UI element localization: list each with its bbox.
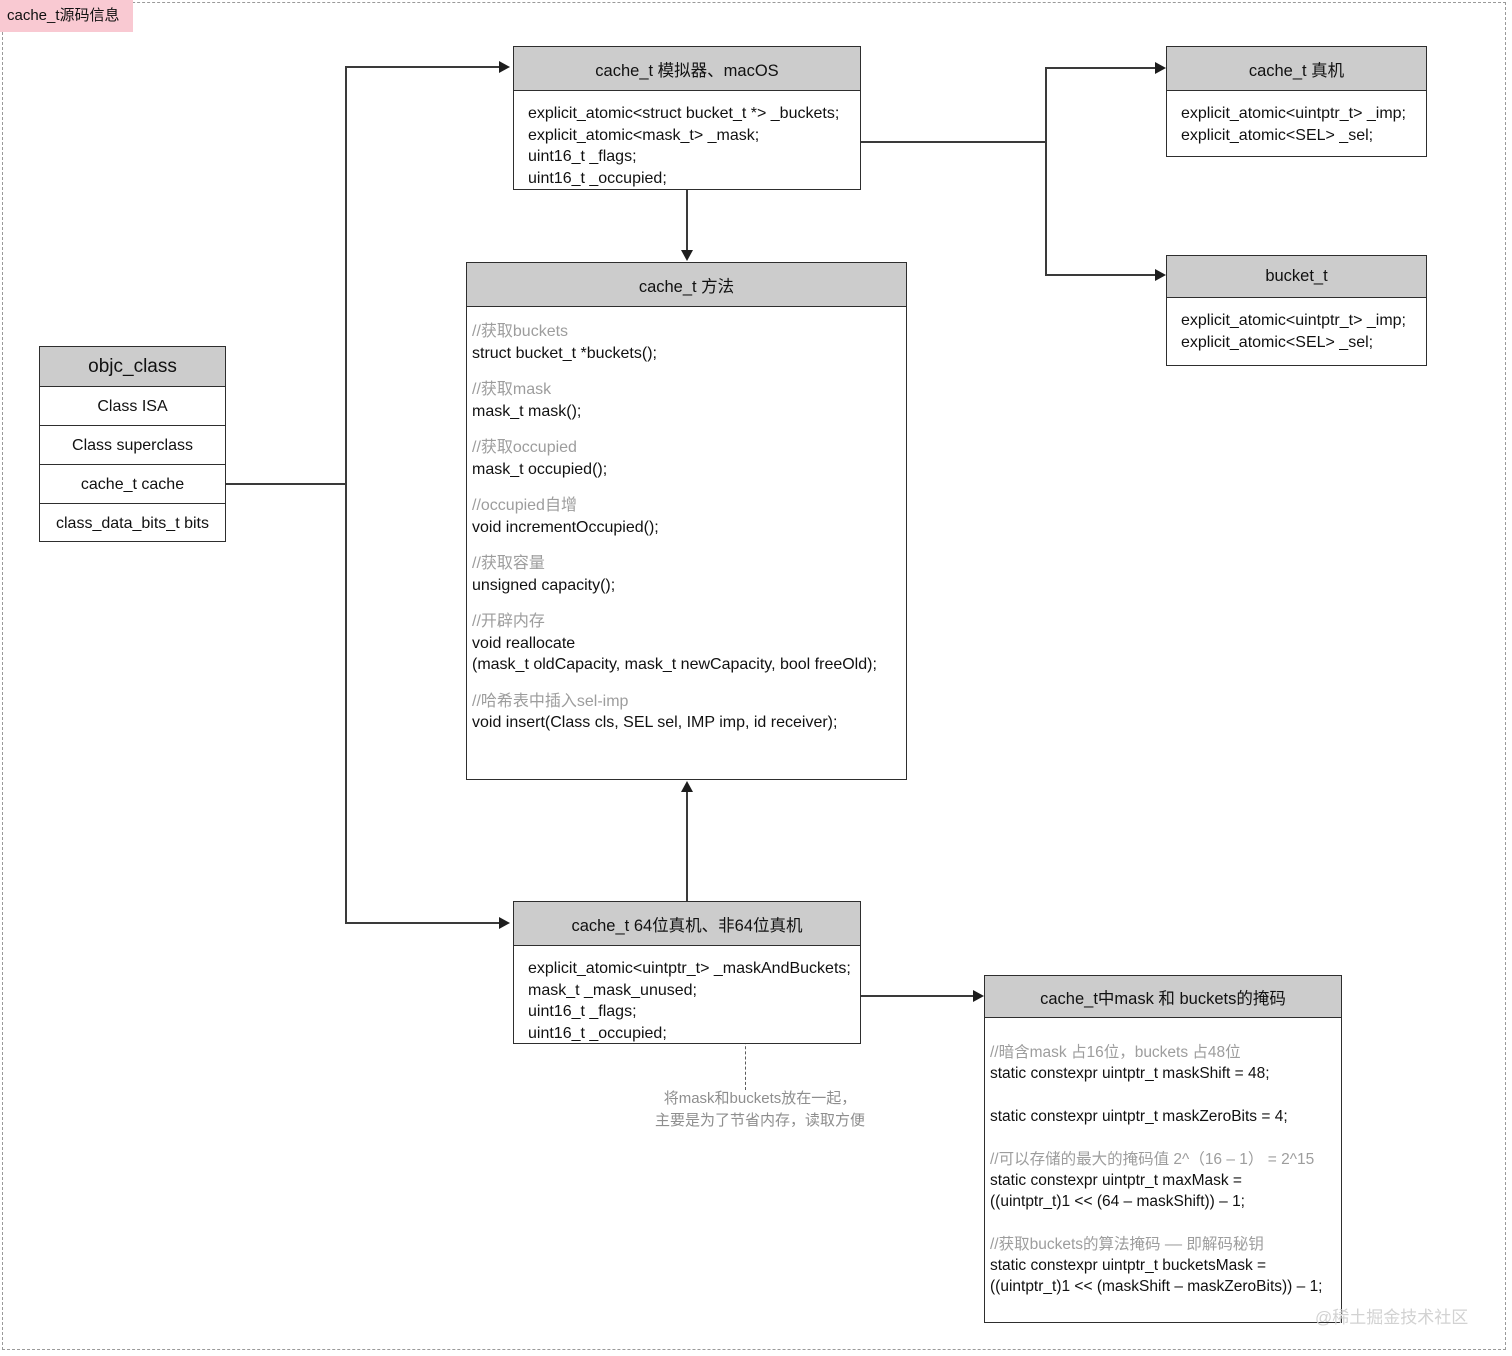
objc-class-row-bits: class_data_bits_t bits xyxy=(40,503,225,542)
box-cache-simulator[interactable]: cache_t 模拟器、macOS explicit_atomic<struct… xyxy=(513,46,861,190)
box-bucket-t-body: explicit_atomic<uintptr_t> _imp; explici… xyxy=(1167,298,1426,365)
arrowhead-to-bucket-t xyxy=(1155,269,1166,281)
cache-sim-line-flags: uint16_t _flags; xyxy=(528,148,637,165)
methods-comment-reallocate: //开辟内存 xyxy=(472,613,545,630)
bucket-t-line-sel: explicit_atomic<SEL> _sel; xyxy=(1181,333,1374,351)
methods-code-occupied: mask_t occupied(); xyxy=(472,460,608,478)
connector-real64-to-methods xyxy=(686,790,688,902)
spacer xyxy=(472,676,906,691)
spacer xyxy=(472,538,906,553)
page-title-tag: cache_t源码信息 xyxy=(0,0,133,32)
methods-comment-insert: //哈希表中插入sel-imp xyxy=(472,692,629,710)
maskcode-code-maxmask-2: ((uintptr_t)1 << (64 – maskShift)) – 1; xyxy=(990,1193,1245,1210)
box-objc-class-title: objc_class xyxy=(40,347,225,386)
objc-class-row-superclass: Class superclass xyxy=(40,425,225,464)
box-cache-methods-title: cache_t 方法 xyxy=(467,263,906,307)
methods-code-mask: mask_t mask(); xyxy=(472,402,582,420)
box-mask-code-title: cache_t中mask 和 buckets的掩码 xyxy=(985,976,1341,1018)
objc-class-row-cache: cache_t cache xyxy=(40,464,225,503)
connector-sim-right-vertical xyxy=(1045,67,1047,275)
connector-sim-to-methods xyxy=(686,190,688,252)
mask-buckets-note-line2: 主要是为了节省内存，读取方便 xyxy=(654,1112,865,1129)
real64-line-maskandbuckets: explicit_atomic<uintptr_t> _maskAndBucke… xyxy=(528,960,851,977)
spacer xyxy=(990,1084,1341,1106)
connector-sim-right xyxy=(861,141,1047,143)
arrowhead-to-sim xyxy=(499,61,510,73)
real64-line-flags: uint16_t _flags; xyxy=(528,1003,637,1020)
connector-objcclass-to-trunk xyxy=(226,483,347,485)
maskcode-comment-maskshift: //暗含mask 占16位，buckets 占48位 xyxy=(990,1044,1241,1061)
real64-line-occupied: uint16_t _occupied; xyxy=(528,1024,667,1042)
spacer xyxy=(472,422,906,437)
methods-comment-increment: //occupied自增 xyxy=(472,497,577,514)
cache-sim-line-mask: explicit_atomic<mask_t> _mask; xyxy=(528,126,760,144)
spacer xyxy=(472,480,906,495)
cache-device-line-sel: explicit_atomic<SEL> _sel; xyxy=(1181,126,1374,144)
box-cache-simulator-body: explicit_atomic<struct bucket_t *> _buck… xyxy=(514,91,860,201)
connector-trunk-to-sim xyxy=(345,66,500,68)
connector-to-bucket-t xyxy=(1045,274,1157,276)
box-cache-device[interactable]: cache_t 真机 explicit_atomic<uintptr_t> _i… xyxy=(1166,46,1427,157)
arrowhead-real64-to-methods xyxy=(681,781,693,792)
box-mask-code-body: //暗含mask 占16位，buckets 占48位 static conste… xyxy=(985,1018,1341,1297)
watermark: @稀土掘金技术社区 xyxy=(1315,1308,1469,1327)
real64-line-mask-unused: mask_t _mask_unused; xyxy=(528,981,697,999)
methods-code-buckets: struct bucket_t *buckets(); xyxy=(472,344,657,362)
spacer xyxy=(472,364,906,379)
box-cache-simulator-title: cache_t 模拟器、macOS xyxy=(514,47,860,91)
spacer xyxy=(990,1127,1341,1149)
mask-buckets-note: 将mask和buckets放在一起， 主要是为了节省内存，读取方便 xyxy=(620,1088,900,1132)
methods-comment-occupied: //获取occupied xyxy=(472,439,577,456)
arrowhead-sim-to-methods xyxy=(681,250,693,261)
box-cache-real64-body: explicit_atomic<uintptr_t> _maskAndBucke… xyxy=(514,946,860,1056)
arrowhead-to-real64 xyxy=(499,917,510,929)
mask-buckets-note-line1: 将mask和buckets放在一起， xyxy=(663,1090,857,1107)
maskcode-comment-bucketsmask: //获取buckets的算法掩码 –– 即解码秘钥 xyxy=(990,1236,1264,1253)
maskcode-comment-maxmask: //可以存储的最大的掩码值 2^（16 – 1） = 2^15 xyxy=(990,1151,1315,1168)
methods-comment-mask: //获取mask xyxy=(472,381,552,398)
connector-trunk-vertical xyxy=(345,66,347,924)
box-cache-real64[interactable]: cache_t 64位真机、非64位真机 explicit_atomic<uin… xyxy=(513,901,861,1044)
methods-code-insert: void insert(Class cls, SEL sel, IMP imp,… xyxy=(472,714,838,731)
methods-code-reallocate-2: (mask_t oldCapacity, mask_t newCapacity,… xyxy=(472,656,877,673)
methods-comment-buckets: //获取buckets xyxy=(472,323,569,340)
spacer xyxy=(990,1212,1341,1234)
connector-trunk-to-real64 xyxy=(345,922,500,924)
box-objc-class[interactable]: objc_class Class ISA Class superclass ca… xyxy=(39,346,226,542)
spacer xyxy=(472,596,906,611)
box-cache-methods-body: //获取buckets struct bucket_t *buckets(); … xyxy=(467,307,906,734)
box-bucket-t-title: bucket_t xyxy=(1167,256,1426,298)
box-cache-device-body: explicit_atomic<uintptr_t> _imp; explici… xyxy=(1167,91,1426,158)
box-bucket-t[interactable]: bucket_t explicit_atomic<uintptr_t> _imp… xyxy=(1166,255,1427,366)
maskcode-code-maskshift: static constexpr uintptr_t maskShift = 4… xyxy=(990,1065,1270,1082)
arrowhead-to-maskcode xyxy=(973,990,984,1002)
connector-to-cache-device xyxy=(1045,67,1157,69)
maskcode-code-maskzerobits: static constexpr uintptr_t maskZeroBits … xyxy=(990,1108,1288,1125)
connector-real64-to-maskcode xyxy=(861,995,976,997)
maskcode-code-bucketsmask-2: ((uintptr_t)1 << (maskShift – maskZeroBi… xyxy=(990,1278,1323,1295)
box-cache-methods[interactable]: cache_t 方法 //获取buckets struct bucket_t *… xyxy=(466,262,907,780)
cache-device-line-imp: explicit_atomic<uintptr_t> _imp; xyxy=(1181,105,1406,122)
methods-code-reallocate-1: void reallocate xyxy=(472,634,576,652)
cache-sim-line-buckets: explicit_atomic<struct bucket_t *> _buck… xyxy=(528,105,840,122)
arrowhead-to-cache-device xyxy=(1155,62,1166,74)
methods-code-increment: void incrementOccupied(); xyxy=(472,518,659,536)
bucket-t-line-imp: explicit_atomic<uintptr_t> _imp; xyxy=(1181,312,1406,329)
objc-class-row-class-isa: Class ISA xyxy=(40,386,225,425)
maskcode-code-bucketsmask-1: static constexpr uintptr_t bucketsMask = xyxy=(990,1257,1267,1274)
box-cache-device-title: cache_t 真机 xyxy=(1167,47,1426,91)
methods-code-capacity: unsigned capacity(); xyxy=(472,576,616,594)
cache-sim-line-occupied: uint16_t _occupied; xyxy=(528,169,667,187)
box-cache-real64-title: cache_t 64位真机、非64位真机 xyxy=(514,902,860,946)
methods-comment-capacity: //获取容量 xyxy=(472,555,545,572)
maskcode-code-maxmask-1: static constexpr uintptr_t maxMask = xyxy=(990,1172,1242,1189)
box-mask-code[interactable]: cache_t中mask 和 buckets的掩码 //暗含mask 占16位，… xyxy=(984,975,1342,1323)
